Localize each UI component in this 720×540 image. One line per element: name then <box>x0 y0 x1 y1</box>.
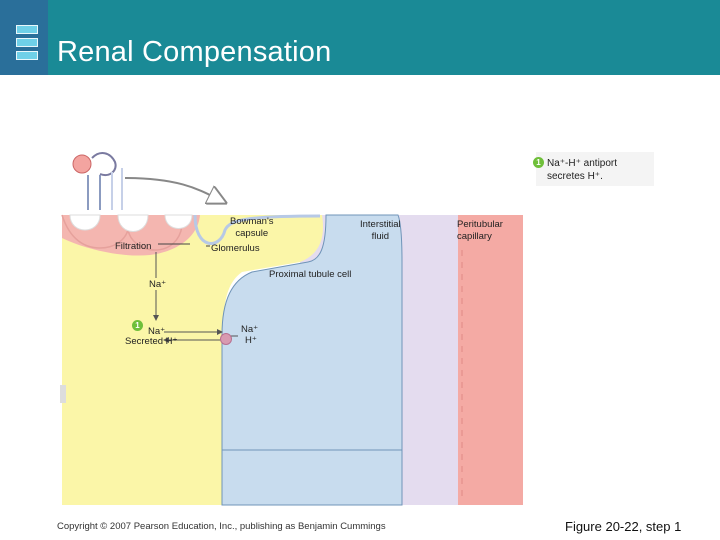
peritubular-capillary-label: Peritubular capillary <box>457 219 503 242</box>
callout-step-badge: 1 <box>533 157 544 168</box>
logo-strip <box>0 0 48 75</box>
callout-box <box>536 152 654 186</box>
capillary-loop <box>117 214 149 232</box>
bowmans-capsule-label: Bowman's capsule <box>230 216 274 239</box>
filtration-label: Filtration <box>115 241 152 252</box>
figure-caption: Figure 20-22, step 1 <box>565 519 682 534</box>
nephron-thumbnail-icon <box>64 152 132 210</box>
header-bar: Renal Compensation <box>0 0 720 75</box>
copyright-text: Copyright © 2007 Pearson Education, Inc.… <box>57 521 386 532</box>
proximal-tubule-cell-label: Proximal tubule cell <box>269 269 352 280</box>
na-secreted-label: Na⁺ <box>148 326 166 337</box>
bowmans-capsule-wall <box>193 214 321 245</box>
zoom-arrow <box>124 177 220 200</box>
step-1-marker: 1 <box>132 320 143 331</box>
callout-text: Na⁺-H⁺ antiport secretes H⁺. <box>547 157 617 183</box>
capillary-loop <box>69 214 101 231</box>
callout-line-1: Na⁺-H⁺ antiport <box>547 158 618 169</box>
callout-line-2: secretes H⁺. <box>547 171 603 182</box>
slide-title: Renal Compensation <box>57 36 332 68</box>
glomerulus-label: Glomerulus <box>211 243 260 254</box>
na-h-antiporter <box>220 333 232 345</box>
na-lumen-label: Na⁺ <box>149 279 167 290</box>
capillary-loop <box>164 214 193 229</box>
h-cell-label: H⁺ <box>245 335 257 346</box>
secreted-h-label: Secreted H⁺ <box>125 336 178 347</box>
peritubular-capillary <box>458 215 523 505</box>
proximal-tubule-cell <box>221 214 403 506</box>
interstitial-fluid-label: Interstitial fluid <box>360 219 401 242</box>
na-cell-label: Na⁺ <box>241 324 259 335</box>
tubule-lumen <box>62 215 324 505</box>
